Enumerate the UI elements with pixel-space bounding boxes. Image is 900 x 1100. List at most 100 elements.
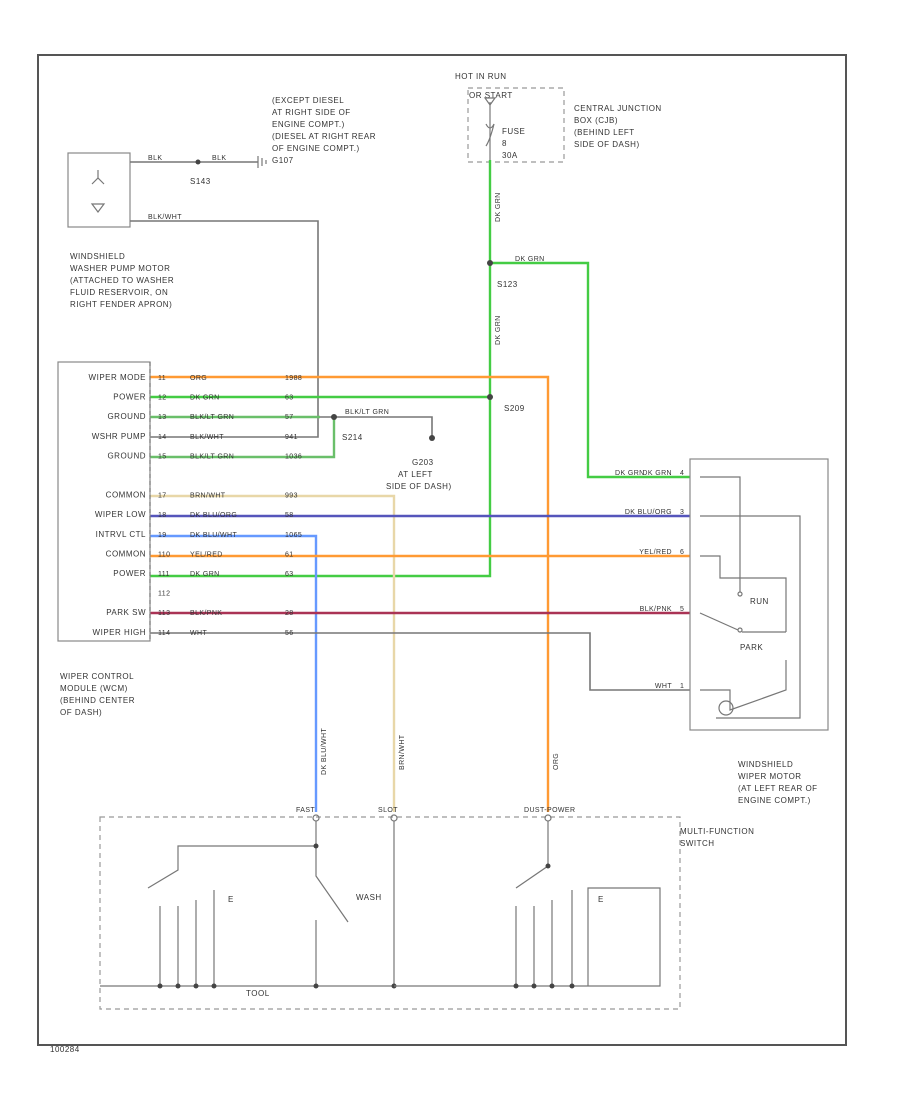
svg-text:MULTI-FUNCTION: MULTI-FUNCTION <box>680 827 754 836</box>
motor-pin-number: 5 <box>680 606 684 613</box>
svg-text:BLK/LT GRN: BLK/LT GRN <box>345 409 389 416</box>
module-wire-color: WHT <box>190 630 207 637</box>
svg-text:BLK/WHT: BLK/WHT <box>148 214 182 221</box>
motor-pin-number: 4 <box>680 470 684 477</box>
svg-text:G203: G203 <box>412 458 434 467</box>
motor-pin-number: 1 <box>680 683 684 690</box>
module-circuit-number: 63 <box>285 395 294 402</box>
module-pin-label: POWER <box>113 393 146 402</box>
svg-text:WIPER MOTOR: WIPER MOTOR <box>738 772 802 781</box>
common-wire-brn-wht: BRN/WHT <box>150 494 406 812</box>
module-circuit-number: 56 <box>285 630 294 637</box>
motor-wire-color: DK BLU/ORG <box>625 509 672 516</box>
svg-text:RUN: RUN <box>750 597 769 606</box>
svg-text:FLUID RESERVOIR, ON: FLUID RESERVOIR, ON <box>70 288 168 297</box>
ground-wires: BLK/LT GRN S214 G203 AT LEFT SIDE OF DAS… <box>150 409 452 491</box>
module-circuit-number: 1036 <box>285 453 302 460</box>
module-circuit-number: 61 <box>285 551 294 558</box>
module-wire-color: DK BLU/ORG <box>190 512 237 519</box>
svg-text:SWITCH: SWITCH <box>680 839 715 848</box>
motor-wire-color: WHT <box>655 683 672 690</box>
washer-pump-motor: WINDSHIELD WASHER PUMP MOTOR (ATTACHED T… <box>67 152 174 309</box>
wiper-high-wire <box>150 632 690 691</box>
module-wire-color: DK GRN <box>190 395 220 402</box>
svg-text:SIDE OF DASH): SIDE OF DASH) <box>386 482 452 491</box>
module-wire-color: DK GRN <box>190 571 220 578</box>
svg-text:ENGINE COMPT.): ENGINE COMPT.) <box>272 120 345 129</box>
svg-text:S214: S214 <box>342 433 363 442</box>
module-pin-number: 18 <box>158 512 167 519</box>
svg-text:DK GRN: DK GRN <box>615 470 645 477</box>
washer-pump-wire: BLK/WHT <box>130 214 319 438</box>
motor-wire-color: YEL/RED <box>639 549 672 556</box>
central-junction-box: HOT IN RUN OR START FUSE 8 30A CENTRAL J… <box>455 72 662 163</box>
svg-text:TOOL: TOOL <box>246 989 270 998</box>
svg-text:BOX (CJB): BOX (CJB) <box>574 116 618 125</box>
module-pin-label: WIPER HIGH <box>93 628 146 637</box>
module-pin-number: 11 <box>158 375 166 382</box>
module-wire-color: YEL/RED <box>190 551 223 558</box>
module-wire-color: DK BLU/WHT <box>190 532 237 539</box>
motor-wire-color: BLK/PNK <box>640 606 672 613</box>
module-wire-color: BLK/PNK <box>190 610 222 617</box>
module-pin-label: INTRVL CTL <box>96 530 146 539</box>
svg-text:DUST-POWER: DUST-POWER <box>524 807 575 814</box>
svg-text:FUSE: FUSE <box>502 127 525 136</box>
svg-text:(EXCEPT DIESEL: (EXCEPT DIESEL <box>272 96 344 105</box>
motor-pin-number: 6 <box>680 549 684 556</box>
svg-text:(AT LEFT REAR OF: (AT LEFT REAR OF <box>738 784 818 793</box>
svg-text:WIPER CONTROL: WIPER CONTROL <box>60 672 134 681</box>
svg-text:CENTRAL JUNCTION: CENTRAL JUNCTION <box>574 104 662 113</box>
svg-text:DK GRN: DK GRN <box>515 256 545 263</box>
wiper-mode-wire: ORG <box>150 375 560 812</box>
svg-text:DK GRN: DK GRN <box>495 192 502 222</box>
svg-text:WINDSHIELD: WINDSHIELD <box>738 760 793 769</box>
module-wire-color: BLK/LT GRN <box>190 453 234 460</box>
svg-text:DK BLU/WHT: DK BLU/WHT <box>321 728 328 775</box>
module-pin-number: 114 <box>158 630 170 637</box>
svg-text:FAST: FAST <box>296 807 315 814</box>
module-pin-number: 14 <box>158 434 167 441</box>
module-wire-color: ORG <box>190 375 207 382</box>
module-pin-label: PARK SW <box>106 608 146 617</box>
wiper-control-module: WIPER CONTROL MODULE (WCM) (BEHIND CENTE… <box>57 361 151 717</box>
motor-wire-color: DK GRN <box>642 470 672 477</box>
module-wire-color: BLK/WHT <box>190 434 224 441</box>
module-pin-label: WIPER LOW <box>95 510 146 519</box>
module-pin-number: 113 <box>158 610 170 617</box>
svg-text:WINDSHIELD: WINDSHIELD <box>70 252 125 261</box>
svg-text:OR START: OR START <box>469 91 513 100</box>
svg-text:(BEHIND CENTER: (BEHIND CENTER <box>60 696 135 705</box>
module-pin-label: WIPER MODE <box>89 373 146 382</box>
svg-text:SLOT: SLOT <box>378 807 398 814</box>
module-pin-label: WSHR PUMP <box>92 432 146 441</box>
module-pin-label: POWER <box>113 569 146 578</box>
svg-text:(DIESEL AT RIGHT REAR: (DIESEL AT RIGHT REAR <box>272 132 376 141</box>
multifunction-switch: MULTI-FUNCTION SWITCH FAST SLOT DUST-POW… <box>99 807 754 1010</box>
svg-text:WASH: WASH <box>356 893 382 902</box>
svg-text:PARK: PARK <box>740 643 763 652</box>
svg-text:E: E <box>598 895 604 904</box>
module-pin-number: 12 <box>158 395 167 402</box>
module-pin-number: 13 <box>158 414 167 421</box>
module-wire-color: BRN/WHT <box>190 493 226 500</box>
diagram-frame <box>37 54 847 1046</box>
svg-text:OF ENGINE COMPT.): OF ENGINE COMPT.) <box>272 144 360 153</box>
svg-text:OF DASH): OF DASH) <box>60 708 102 717</box>
module-circuit-number: 57 <box>285 414 294 421</box>
svg-text:S123: S123 <box>497 280 518 289</box>
washer-pump-ground-wire: BLK BLK S143 (EXCEPT DIESEL AT RIGHT SID… <box>130 96 376 186</box>
svg-text:(ATTACHED TO WASHER: (ATTACHED TO WASHER <box>70 276 174 285</box>
svg-text:AT RIGHT SIDE OF: AT RIGHT SIDE OF <box>272 108 351 117</box>
svg-text:BLK: BLK <box>212 155 226 162</box>
module-pin-number: 112 <box>158 591 170 598</box>
svg-text:MODULE (WCM): MODULE (WCM) <box>60 684 128 693</box>
module-pin-number: 19 <box>158 532 167 539</box>
module-circuit-number: 1988 <box>285 375 302 382</box>
svg-text:WASHER PUMP MOTOR: WASHER PUMP MOTOR <box>70 264 170 273</box>
module-circuit-number: 28 <box>285 610 294 617</box>
module-pin-label: GROUND <box>107 412 146 421</box>
module-pin-label: GROUND <box>107 451 146 460</box>
module-pin-number: 111 <box>158 571 170 578</box>
